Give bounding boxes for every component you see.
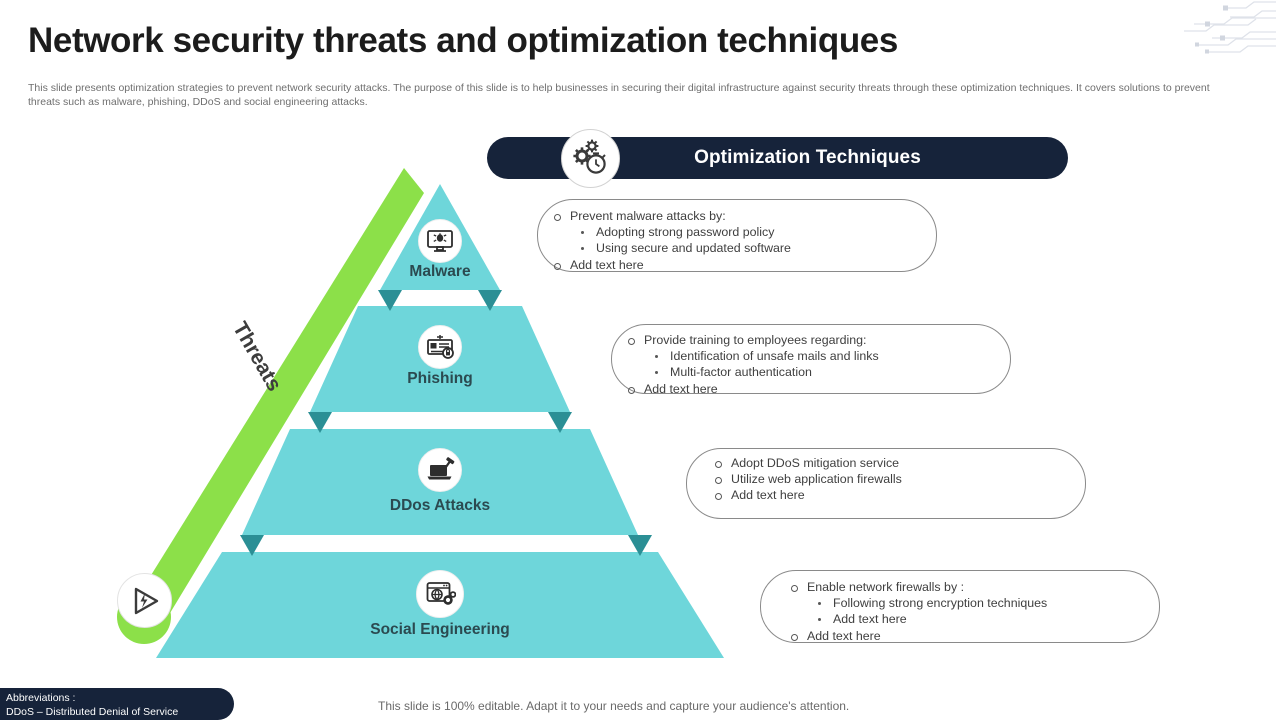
page-title: Network security threats and optimizatio… [28,21,898,60]
list-item: Provide training to employees regarding: [622,332,992,348]
pyramid-tier-label-1: Malware [409,263,471,280]
callout-social-engineering: Enable network firewalls by : Following … [760,570,1160,643]
list-item: Adopting strong password policy [548,224,918,240]
list-item: Identification of unsafe mails and links [622,348,992,364]
laptop-hammer-icon [418,448,462,492]
list-item: Add text here [785,628,1141,644]
monitor-virus-icon [418,219,462,263]
list-item: Using secure and updated software [548,240,918,256]
gear-stopwatch-icon [561,129,620,188]
list-item: Utilize web application firewalls [709,471,1067,487]
list-item: Prevent malware attacks by: [548,208,918,224]
list-item: Enable network firewalls by : [785,579,1141,595]
list-item: Add text here [622,381,992,397]
callout-ddos: Adopt DDoS mitigation service Utilize we… [686,448,1086,519]
page-subtitle: This slide presents optimization strateg… [28,82,1210,109]
pyramid-tier-label-2: Phishing [407,370,473,387]
lightning-play-icon [117,573,172,628]
callout-list: Adopt DDoS mitigation service Utilize we… [709,455,1067,504]
callout-list: Prevent malware attacks by: Adopting str… [548,208,918,273]
list-item: Following strong encryption techniques [785,595,1141,611]
list-item: Multi-factor authentication [622,364,992,380]
circuit-board-pattern-icon [1184,0,1276,58]
callout-list: Provide training to employees regarding:… [622,332,992,397]
editable-note: This slide is 100% editable. Adapt it to… [378,699,850,713]
phishing-card-lock-icon [418,325,462,369]
list-item: Add text here [548,257,918,273]
callout-malware: Prevent malware attacks by: Adopting str… [537,199,937,272]
list-item: Add text here [709,487,1067,503]
pyramid-tier-label-3: DDos Attacks [389,497,491,514]
browser-globe-gear-icon [416,570,464,618]
abbreviations-body: DDoS – Distributed Denial of Service [6,705,179,718]
list-item: Add text here [785,611,1141,627]
callout-list: Enable network firewalls by : Following … [785,579,1141,644]
list-item: Adopt DDoS mitigation service [709,455,1067,471]
abbreviations-title: Abbreviations : [6,692,76,704]
optimization-banner-label: Optimization Techniques [694,147,921,168]
callout-phishing: Provide training to employees regarding:… [611,324,1011,397]
abbreviations-box: Abbreviations : DDoS – Distributed Denia… [0,688,234,720]
pyramid-tier-label-4: Social Engineering [370,621,510,638]
